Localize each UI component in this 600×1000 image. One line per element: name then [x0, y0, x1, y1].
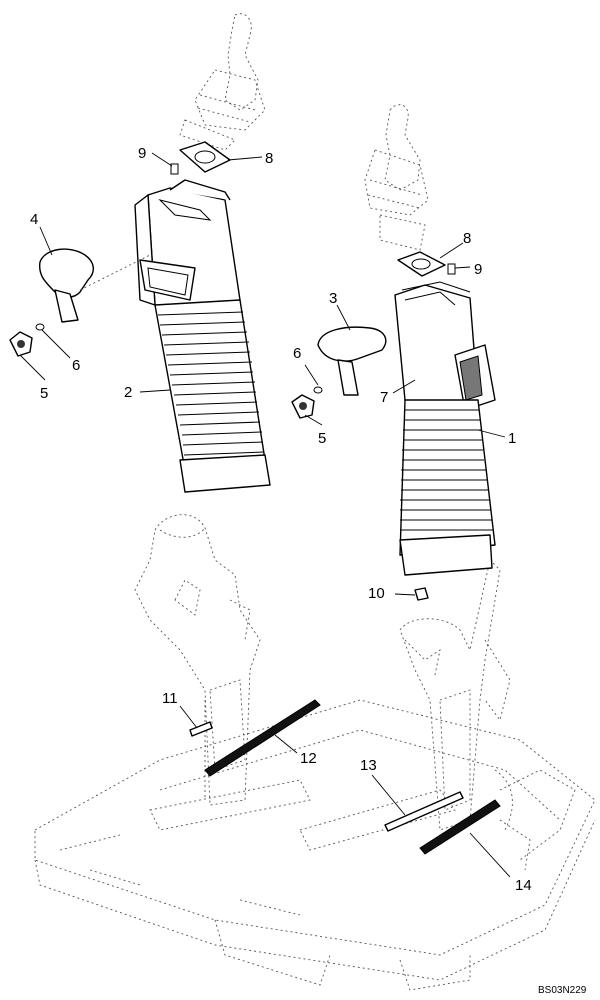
left-console-cover: [134, 179, 271, 493]
clip-10: [414, 587, 429, 601]
washer-right: [313, 386, 323, 394]
callout-11: 11: [162, 690, 178, 707]
mounting-plate-right: [397, 251, 446, 277]
rail-11: [189, 721, 213, 737]
callout-7: 7: [380, 389, 388, 406]
callout-1: 1: [508, 430, 516, 447]
callout-6-right: 6: [293, 345, 301, 362]
callout-2: 2: [124, 384, 132, 401]
callout-8-right: 8: [463, 230, 471, 247]
callout-5-right: 5: [318, 430, 326, 447]
callout-12: 12: [300, 750, 317, 767]
figure-code: BS03N229: [538, 985, 587, 996]
knob-right: [291, 394, 315, 419]
armrest-right: [317, 326, 387, 396]
callout-5-left: 5: [40, 385, 48, 402]
callout-9-left: 9: [138, 145, 146, 162]
rail-13: [384, 791, 464, 832]
callout-9-right: 9: [474, 261, 482, 278]
screw-right: [447, 263, 456, 275]
left-joystick: [179, 13, 266, 151]
callout-13: 13: [360, 757, 377, 774]
callout-10: 10: [368, 585, 385, 602]
washer-left: [35, 323, 45, 331]
screw-left: [170, 163, 179, 175]
cab-floor-platform: [34, 699, 596, 991]
rail-12: [204, 699, 321, 777]
callout-4: 4: [30, 211, 38, 228]
rail-14: [419, 799, 501, 855]
left-console-frame: [134, 514, 261, 806]
callout-6-left: 6: [72, 357, 80, 374]
right-console-cover: [394, 281, 496, 576]
callout-8-left: 8: [265, 150, 273, 167]
knob-left: [9, 331, 33, 357]
callout-14: 14: [515, 877, 532, 894]
right-joystick: [364, 104, 429, 251]
armrest-left: [38, 248, 151, 323]
mounting-plate-left: [179, 141, 231, 173]
right-console-frame: [399, 559, 531, 871]
leader-lines: [19, 152, 511, 878]
callout-3: 3: [329, 290, 337, 307]
